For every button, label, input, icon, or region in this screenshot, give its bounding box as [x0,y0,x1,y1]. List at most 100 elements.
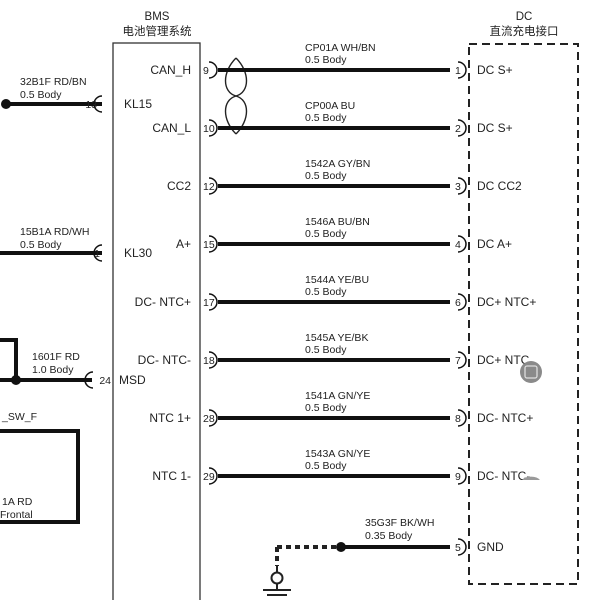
dc-pin-label: DC- NTC+ [477,411,533,425]
bms-pin-socket [208,177,218,195]
bms-pin-label: MSD [119,373,146,387]
bms-pin-socket [208,119,218,137]
wire-size: 0.5 Body [305,344,347,356]
bms-pin-label: NTC 1+ [149,411,191,425]
bms-pin-num: 9 [203,65,209,77]
wire-size: 0.5 Body [305,460,347,472]
bms-pin-label: CAN_L [152,121,191,135]
bms-pin-socket [208,467,218,485]
connection-row: DC- NTC- 18 1545A YE/BK0.5 Body 7 DC+ NTC [138,332,530,369]
connection-row: CAN_L 10 CP00A BU0.5 Body 2 DC S+ [152,100,513,137]
bms-pin-socket [208,409,218,427]
dc-pin-socket [457,61,467,79]
wire-code: 1546A BU/BN [305,216,370,228]
wire-code: CP00A BU [305,100,355,112]
dc-pin-label: DC S+ [477,121,513,135]
bms-pin-label: DC- NTC- [138,353,191,367]
bms-pin-socket [208,61,218,79]
dc-pin-socket [457,119,467,137]
bms-pin-socket [208,235,218,253]
bms-pin-num: 15 [203,239,215,251]
left-wire-size: 0.5 Body [20,89,62,101]
dc-pin-label: DC CC2 [477,179,522,193]
ground-symbol [263,566,291,596]
bms-pin-socket [208,293,218,311]
dc-pin-socket [457,467,467,485]
connection-row: CAN_H 9 CP01A WH/BN0.5 Body 1 DC S+ [150,42,513,79]
left-wire-code: 32B1F RD/BN [20,76,87,88]
dc-title: DC [516,11,533,23]
bms-pin-label: CC2 [167,179,191,193]
connection-row: NTC 1+ 28 1541A GN/YE0.5 Body 8 DC- NTC+ [149,390,533,427]
left-wire-code: 1601F RD [32,351,80,363]
wire-code: 1542A GY/BN [305,158,370,170]
dc-pin-socket [457,293,467,311]
connection-row: A+ 15 1546A BU/BN0.5 Body 4 DC A+ [176,216,512,253]
wire-size: 0.5 Body [305,54,347,66]
dc-pin-num: 2 [455,123,461,135]
dc-pin-label: DC+ NTC+ [477,295,536,309]
dc-connector-box [468,43,579,585]
bms-pin-label: CAN_H [150,63,191,77]
wire-size: 0.5 Body [305,112,347,124]
left-fragment-frontal: Frontal [0,509,33,521]
dc-pin-label: DC A+ [477,237,512,251]
left-wire-loop [0,429,80,524]
dc-pin-label: DC S+ [477,63,513,77]
wire-size: 0.5 Body [305,286,347,298]
bms-pin-num: 29 [203,471,215,483]
bms-pin-label: A+ [176,237,191,251]
dc-pin-num: 1 [455,65,461,77]
bms-pin-label: KL30 [124,246,152,260]
splice-dot [11,375,21,385]
watermark-badge-icon [520,361,542,383]
wire-size: 0.5 Body [305,170,347,182]
bms-pin-label: NTC 1- [152,469,191,483]
left-fragment-rd: 1A RD [2,496,33,508]
dc-pin-num: 3 [455,181,461,193]
wire-size: 0.5 Body [305,228,347,240]
dc-pin-label: GND [477,540,504,554]
wire-code: 1541A GN/YE [305,390,370,402]
dc-pin-num: 7 [455,355,461,367]
wire-code: CP01A WH/BN [305,42,376,54]
dc-pin-socket [457,409,467,427]
dc-pin-num: 5 [455,542,461,554]
dc-pin-label: DC+ NTC [477,353,530,367]
bms-module-box [112,42,201,600]
bms-pin-socket [208,351,218,369]
left-wire-size: 0.5 Body [20,239,62,251]
splice-dot [1,99,11,109]
left-wire-code: 15B1A RD/WH [20,226,89,238]
dc-pin-label: DC- NTC- [477,469,530,483]
dc-subtitle: 直流充电接口 [490,24,559,38]
wire-code: 1545A YE/BK [305,332,368,344]
connection-row: NTC 1- 29 1543A GN/YE0.5 Body 9 DC- NTC- [152,448,530,485]
ground-wire-code: 35G3F BK/WH [365,517,434,529]
bms-pin-num: 10 [203,123,215,135]
dc-pin-num: 4 [455,239,461,251]
dc-pin-num: 9 [455,471,461,483]
bms-subtitle: 电池管理系统 [123,24,192,38]
wire-code: 1543A GN/YE [305,448,370,460]
bms-pin-label: DC- NTC+ [135,295,191,309]
dc-pin-num: 8 [455,413,461,425]
bms-pin-num: 24 [99,375,111,387]
bms-pin-num: 12 [203,181,215,193]
bms-pin-num: 28 [203,413,215,425]
left-wire-size: 1.0 Body [32,364,74,376]
dc-pin-socket [457,235,467,253]
connection-row: CC2 12 1542A GY/BN0.5 Body 3 DC CC2 [167,158,522,195]
ground-wire-size: 0.35 Body [365,530,413,542]
wire-size: 0.5 Body [305,402,347,414]
bms-pin-num: 13 [85,99,97,111]
left-fragment-sw: _SW_F [1,411,37,423]
wire-code: 1544A YE/BU [305,274,369,286]
bms-pin-num: 18 [203,355,215,367]
dc-pin-socket [457,177,467,195]
bms-title: BMS [145,11,170,23]
dc-pin-num: 6 [455,297,461,309]
